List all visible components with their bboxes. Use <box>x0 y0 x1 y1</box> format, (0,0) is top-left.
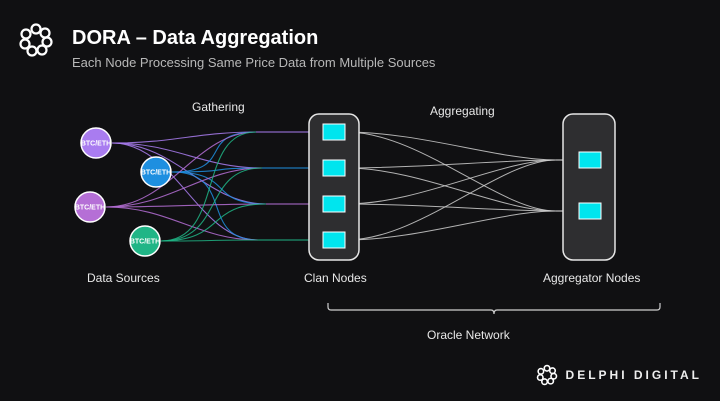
data-source-label: BTC/ETH <box>141 170 171 177</box>
data-source-circle <box>129 225 161 257</box>
gather-connection <box>171 167 263 173</box>
aggregate-connection <box>345 203 557 212</box>
aggregate-connection <box>345 131 557 212</box>
data-source-label: BTC/ETH <box>81 141 111 148</box>
page-subtitle: Each Node Processing Same Price Data fro… <box>72 55 436 70</box>
aggregate-connection <box>345 167 557 212</box>
aggregator-nodes-container <box>562 113 616 261</box>
data-source-label: BTC/ETH <box>75 205 105 212</box>
gather-connection <box>160 167 263 242</box>
gather-connection <box>111 131 257 144</box>
stage-label-gathering: Gathering <box>192 100 245 114</box>
aggregate-connection <box>345 159 557 205</box>
aggregate-connection <box>345 159 557 241</box>
clan-node[interactable] <box>322 123 346 141</box>
clan-nodes-label: Clan Nodes <box>304 271 367 285</box>
data-source-node[interactable]: BTC/ETH <box>74 191 106 223</box>
stage-label-aggregating: Aggregating <box>430 104 495 118</box>
clan-node[interactable] <box>322 159 346 177</box>
gather-connection <box>105 131 257 208</box>
clan-nodes-container <box>308 113 360 261</box>
data-source-circle <box>74 191 106 223</box>
gather-connection <box>105 203 267 208</box>
dora-logo-icon <box>19 23 53 57</box>
gather-connection <box>105 206 259 241</box>
footer-brand-text: DELPHI DIGITAL <box>565 368 702 382</box>
gather-connection <box>160 131 257 242</box>
clan-node[interactable] <box>322 195 346 213</box>
page-title: DORA – Data Aggregation <box>72 27 319 49</box>
clan-node[interactable] <box>322 231 346 249</box>
aggregator-nodes-label: Aggregator Nodes <box>543 271 641 285</box>
aggregating-connections <box>345 131 575 241</box>
gathering-connections <box>105 128 320 244</box>
gather-connection <box>160 239 259 242</box>
aggregate-connection <box>345 210 557 241</box>
data-source-node[interactable]: BTC/ETH <box>140 156 172 188</box>
aggregator-node[interactable] <box>578 202 602 220</box>
footer-brand: DELPHI DIGITAL <box>536 364 702 386</box>
gather-connection <box>105 167 263 208</box>
data-source-circle <box>140 156 172 188</box>
data-source-label: BTC/ETH <box>130 239 160 246</box>
aggregate-connection <box>345 159 557 169</box>
gather-connection <box>160 203 267 242</box>
data-source-node[interactable]: BTC/ETH <box>129 225 161 257</box>
data-sources-label: Data Sources <box>87 271 160 285</box>
data-source-node[interactable]: BTC/ETH <box>80 127 112 159</box>
gather-connection <box>171 171 267 205</box>
aggregate-connection <box>345 131 557 161</box>
oracle-network-brace <box>327 303 661 315</box>
gather-connection <box>111 142 259 241</box>
gather-connection <box>111 142 263 169</box>
aggregator-node[interactable] <box>578 151 602 169</box>
data-source-circle <box>80 127 112 159</box>
delphi-logo-icon <box>536 364 557 386</box>
gather-connection <box>171 171 259 241</box>
oracle-network-label: Oracle Network <box>427 328 510 342</box>
